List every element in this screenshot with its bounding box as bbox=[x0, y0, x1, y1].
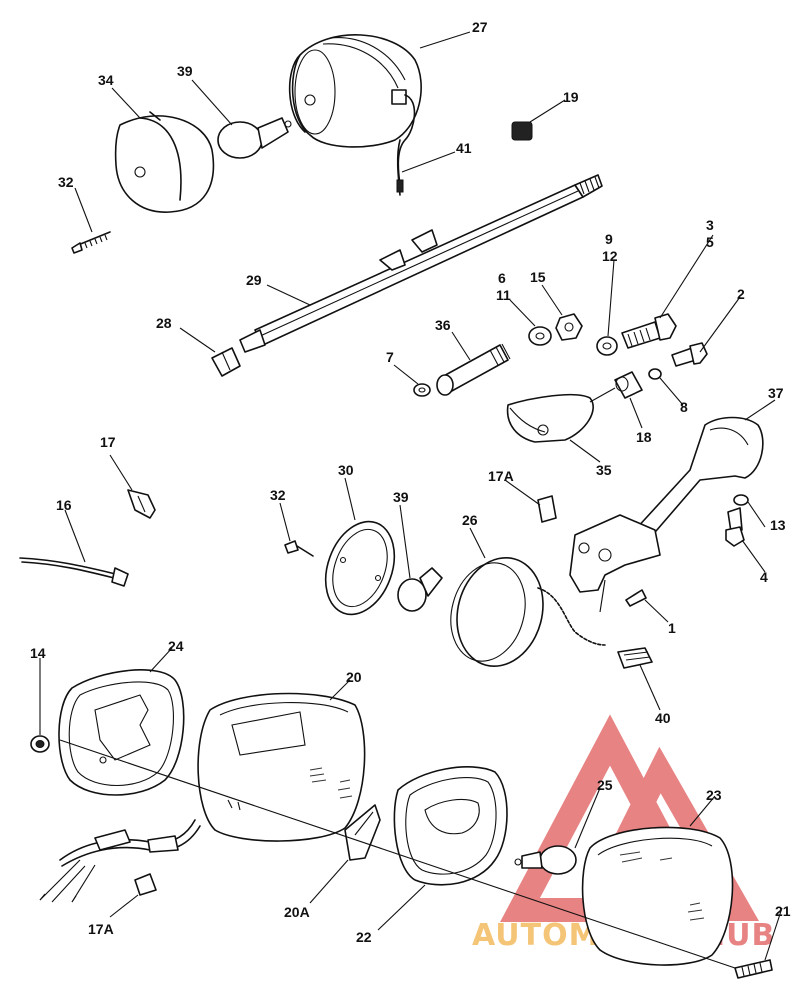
part-35-bracket-cover bbox=[506, 387, 616, 443]
callout-12: 12 bbox=[602, 248, 618, 264]
part-26-lens bbox=[450, 556, 606, 668]
callout-39-upper: 39 bbox=[177, 63, 193, 79]
callout-26: 26 bbox=[462, 512, 478, 528]
callout-23: 23 bbox=[706, 787, 722, 803]
callout-22: 22 bbox=[356, 929, 372, 945]
callout-18: 18 bbox=[636, 429, 652, 445]
callout-30: 30 bbox=[338, 462, 354, 478]
callout-34: 34 bbox=[98, 72, 114, 88]
part-21-screw-lower bbox=[734, 959, 773, 979]
callout-32-upper: 32 bbox=[58, 174, 74, 190]
part-19-nut bbox=[511, 121, 533, 141]
callout-9: 9 bbox=[605, 231, 613, 247]
part-9-12-washer bbox=[596, 336, 618, 356]
part-22-lens-gasket bbox=[393, 766, 508, 886]
callout-35: 35 bbox=[596, 462, 612, 478]
part-24-backing-plate bbox=[58, 669, 185, 796]
part-23-tail-lamp-lens bbox=[581, 826, 734, 966]
callout-17a-lower: 17A bbox=[88, 921, 114, 937]
assembly-centerline bbox=[59, 739, 736, 969]
callout-39-middle: 39 bbox=[393, 489, 409, 505]
part-28-nut bbox=[211, 347, 241, 377]
part-41-wire bbox=[396, 139, 404, 196]
part-17a-tab-lower bbox=[134, 873, 157, 896]
wire-harness bbox=[39, 819, 201, 903]
callout-labels: 27 34 39 19 41 32 3 5 9 12 6 11 15 2 29 … bbox=[30, 19, 791, 945]
part-32-screw-middle bbox=[284, 540, 314, 557]
part-29-mounting-bar bbox=[239, 174, 603, 353]
part-39-bulb-middle bbox=[397, 567, 443, 612]
part-2-bolt bbox=[671, 342, 708, 367]
callout-20a: 20A bbox=[284, 904, 310, 920]
callout-5: 5 bbox=[706, 234, 714, 250]
part-8-washer bbox=[648, 368, 662, 380]
callout-16: 16 bbox=[56, 497, 72, 513]
callout-40: 40 bbox=[655, 710, 671, 726]
callout-3: 3 bbox=[706, 217, 714, 233]
callout-36: 36 bbox=[435, 317, 451, 333]
callout-7: 7 bbox=[386, 349, 394, 365]
part-17a-tab-middle bbox=[537, 495, 557, 523]
part-3-5-bolt bbox=[621, 313, 677, 349]
leader-lines bbox=[39, 31, 783, 961]
callout-13: 13 bbox=[770, 517, 786, 533]
part-20-tail-lamp-housing bbox=[197, 692, 366, 842]
callout-2: 2 bbox=[737, 286, 745, 302]
callout-25: 25 bbox=[597, 777, 613, 793]
callout-19: 19 bbox=[563, 89, 579, 105]
part-39-bulb-upper bbox=[217, 117, 292, 159]
part-25-bulb-lower bbox=[514, 845, 577, 875]
part-4-bolt bbox=[725, 507, 745, 547]
part-14-nut bbox=[30, 735, 50, 753]
callout-4: 4 bbox=[760, 569, 768, 585]
part-1-screw bbox=[625, 589, 647, 607]
callout-14: 14 bbox=[30, 645, 46, 661]
callout-6: 6 bbox=[498, 270, 506, 286]
part-37-mounting-arm bbox=[569, 416, 764, 613]
part-17-clip bbox=[127, 489, 156, 519]
part-36-stud bbox=[436, 343, 511, 396]
callout-32-middle: 32 bbox=[270, 487, 286, 503]
part-30-trim-ring bbox=[324, 520, 396, 616]
part-27-turn-signal-housing bbox=[288, 34, 422, 186]
callout-20: 20 bbox=[346, 669, 362, 685]
callout-1: 1 bbox=[668, 620, 676, 636]
part-18-spacer bbox=[614, 371, 643, 399]
part-16-cable-tie bbox=[19, 557, 129, 587]
part-32-screw-upper bbox=[71, 231, 111, 254]
part-13-washer bbox=[733, 494, 749, 506]
part-40-connector bbox=[617, 647, 653, 669]
callout-15: 15 bbox=[530, 269, 546, 285]
part-20a-bracket bbox=[344, 804, 381, 861]
callout-29: 29 bbox=[246, 272, 262, 288]
part-34-housing-cap bbox=[114, 111, 215, 213]
part-7-washer bbox=[413, 383, 431, 397]
callout-17a-middle: 17A bbox=[488, 468, 514, 484]
part-15-nut bbox=[555, 313, 583, 341]
callout-41: 41 bbox=[456, 140, 472, 156]
callout-17: 17 bbox=[100, 434, 116, 450]
callout-27: 27 bbox=[472, 19, 488, 35]
callout-8: 8 bbox=[680, 399, 688, 415]
callout-24: 24 bbox=[168, 638, 184, 654]
part-6-11-washer bbox=[528, 326, 552, 346]
callout-28: 28 bbox=[156, 315, 172, 331]
callout-11: 11 bbox=[496, 287, 511, 303]
callout-21: 21 bbox=[775, 903, 791, 919]
callout-37: 37 bbox=[768, 385, 784, 401]
